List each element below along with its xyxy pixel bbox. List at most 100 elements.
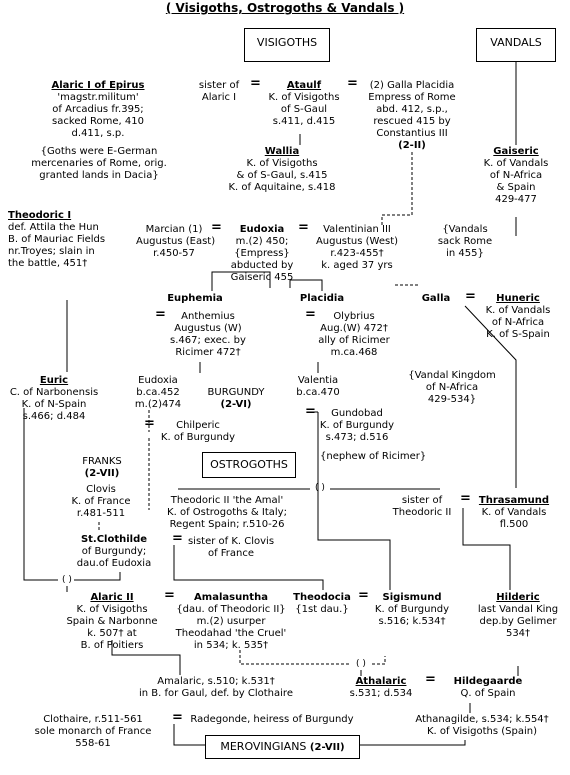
athalaric-entry: Athalaric s.531; d.534 (346, 676, 416, 700)
note-line: {nephew of Ricimer} (320, 451, 427, 462)
alaric-i-line: d.411, s.p. (71, 128, 125, 139)
note-line: granted lands in Dacia} (39, 170, 159, 181)
entry-line: dau.of Eudoxia (76, 558, 152, 569)
theodoric-ii-entry: Theodoric II 'the Amal' K. of Ostrogoths… (152, 495, 302, 531)
merovingians-ref: (2-VII) (309, 742, 345, 753)
note-line: mercenaries of Rome, orig. (31, 158, 167, 169)
chart-title: ( Visigoths, Ostrogoths & Vandals ) (165, 1, 405, 15)
goths-note: {Goths were E-German mercenaries of Rome… (28, 146, 170, 182)
entry-line: m.(2) 450; (235, 236, 289, 247)
athanagilde-name: Athanagilde, s.534; k.554† (415, 714, 549, 725)
amalasuntha-name: Amalasuntha (194, 592, 268, 603)
ostrogoths-box: OSTROGOTHS (202, 452, 296, 478)
hilderic-name: Hilderic (496, 592, 540, 603)
burgundy-name: BURGUNDY (207, 387, 265, 398)
theodoric-i-entry: Theodoric I def. Attila the Hun B. of Ma… (8, 210, 126, 270)
entry-line: & of S-Gaul, s.415 (236, 170, 328, 181)
entry-line: ally of Ricimer (318, 335, 390, 346)
entry-line: Valentinian III (323, 224, 391, 235)
radegonde-name: Radegonde, heiress of Burgundy (190, 714, 354, 725)
galla-name: Galla (421, 293, 451, 304)
entry-line: s.466; d.484 (22, 411, 86, 422)
entry-line: abducted by (230, 260, 294, 271)
athalaric-name: Athalaric (355, 676, 407, 687)
olybrius-entry: Olybrius Aug.(W) 472† ally of Ricimer m.… (312, 311, 396, 359)
alaric-ii-entry: Alaric II K. of Visigoths Spain & Narbon… (62, 592, 162, 652)
entry-line: sister of K. Clovis (187, 536, 275, 547)
sigismund-entry: Sigismund K. of Burgundy s.516; k.534† (372, 592, 452, 628)
nephew-note: {nephew of Ricimer} (320, 451, 427, 463)
entry-line: Eudoxia (138, 375, 178, 386)
anthemius-entry: Anthemius Augustus (W) s.467; exec. by R… (162, 311, 254, 359)
entry-line: Theodahad 'the Cruel' (175, 628, 287, 639)
entry-line: B. of Poitiers (80, 640, 144, 651)
marriage-sign: = (172, 531, 183, 546)
entry-line: K. of Visigoths (76, 604, 148, 615)
huneric-entry: Huneric K. of Vandals of N-Africa K. of … (480, 293, 556, 341)
entry-line: Augustus (W) (174, 323, 242, 334)
placidia-name: Placidia (299, 293, 345, 304)
gaiseric-entry: Gaiseric K. of Vandals of N-Africa & Spa… (476, 146, 556, 206)
theodocia-entry: Theodocia {1st dau.} (290, 592, 354, 616)
vandals-sack-note: {Vandals sack Rome in 455} (434, 224, 496, 260)
entry-line: sister of (198, 80, 240, 91)
eudoxia-name: Eudoxia (239, 224, 285, 235)
theodoric-ii-name: Theodoric II 'the Amal' (170, 495, 284, 506)
entry-line: B. of Mauriac Fields (8, 234, 106, 245)
entry-line: m.ca.468 (330, 347, 378, 358)
note-line: in 455} (446, 248, 484, 259)
entry-line: Valentia (297, 375, 339, 386)
cross-reference: (2-VI) (220, 399, 252, 410)
amalaric-entry: Amalaric, s.510; k.531† in B. for Gaul, … (124, 676, 308, 700)
sigismund-name: Sigismund (382, 592, 442, 603)
note-line: of N-Africa (425, 382, 479, 393)
amalasuntha-entry: Amalasuntha {dau. of Theodoric II} m.(2)… (172, 592, 290, 652)
sister-of-theodoric-entry: sister of Theodoric II (392, 495, 452, 519)
wallia-name: Wallia (264, 146, 300, 157)
alaric-i-entry: Alaric I of Epirus 'magstr.militum' of A… (38, 80, 158, 140)
entry-line: K. of Visigoths (Spain) (427, 726, 537, 737)
euric-name: Euric (39, 375, 69, 386)
entry-line: Clovis (86, 484, 116, 495)
entry-line: m.(2)474 (134, 399, 182, 410)
marriage-sign: = (298, 220, 309, 235)
vandals-label: VANDALS (490, 36, 542, 49)
junction: ( ) (62, 575, 72, 585)
vandal-kingdom-note: {Vandal Kingdom of N-Africa 429-534} (404, 370, 500, 406)
sister-of-clovis-entry: sister of K. Clovis of France (182, 536, 280, 560)
entry-line: rescued 415 by (373, 116, 451, 127)
clothaire-entry: Clothaire, r.511-561 sole monarch of Fra… (30, 714, 156, 750)
entry-line: r.481-511 (76, 508, 126, 519)
entry-line: (2) Galla Placidia (369, 80, 455, 91)
entry-line: s.467; exec. by (170, 335, 246, 346)
alaric-i-line: 'magstr.militum' (57, 92, 139, 103)
entry-line: 429-477 (495, 194, 537, 205)
burgundy-label: BURGUNDY (2-VI) (204, 387, 268, 411)
entry-line: Regent Spain; r.510-26 (169, 519, 285, 530)
cross-reference: (2-VII) (84, 468, 120, 479)
merovingians-label: MEROVINGIANS (220, 740, 307, 753)
franks-label: FRANKS (2-VII) (82, 456, 122, 480)
entry-line: K. of France (71, 496, 131, 507)
entry-line: Aug.(W) 472† (320, 323, 388, 334)
entry-line: of Burgundy; (81, 546, 147, 557)
note-line: {Vandal Kingdom (408, 370, 496, 381)
entry-line: K. of Aquitaine, s.418 (228, 182, 336, 193)
gundobad-entry: Gundobad K. of Burgundy s.473; d.516 (314, 408, 400, 444)
entry-line: the battle, 451† (8, 258, 88, 269)
marriage-sign: = (358, 588, 369, 603)
amalaric-name: Amalaric, s.510; k.531† (157, 676, 275, 687)
galla-entry: Galla (418, 293, 454, 305)
entry-line: K. of N-Spain (21, 399, 87, 410)
entry-line: in B. for Gaul, def. by Clothaire (139, 688, 293, 699)
marriage-sign: = (250, 76, 261, 91)
entry-line: b.ca.452 (136, 387, 180, 398)
entry-line: K. of Visigoths (246, 158, 318, 169)
entry-line: K. of Burgundy (319, 420, 395, 431)
valentinian-iii-entry: Valentinian III Augustus (West) r.423-45… (312, 224, 402, 272)
marriage-sign: = (460, 491, 471, 506)
junction: ( ) (315, 483, 325, 493)
sister-of-alaric-entry: sister of Alaric I (188, 80, 250, 104)
entry-line: dep.by Gelimer (479, 616, 557, 627)
